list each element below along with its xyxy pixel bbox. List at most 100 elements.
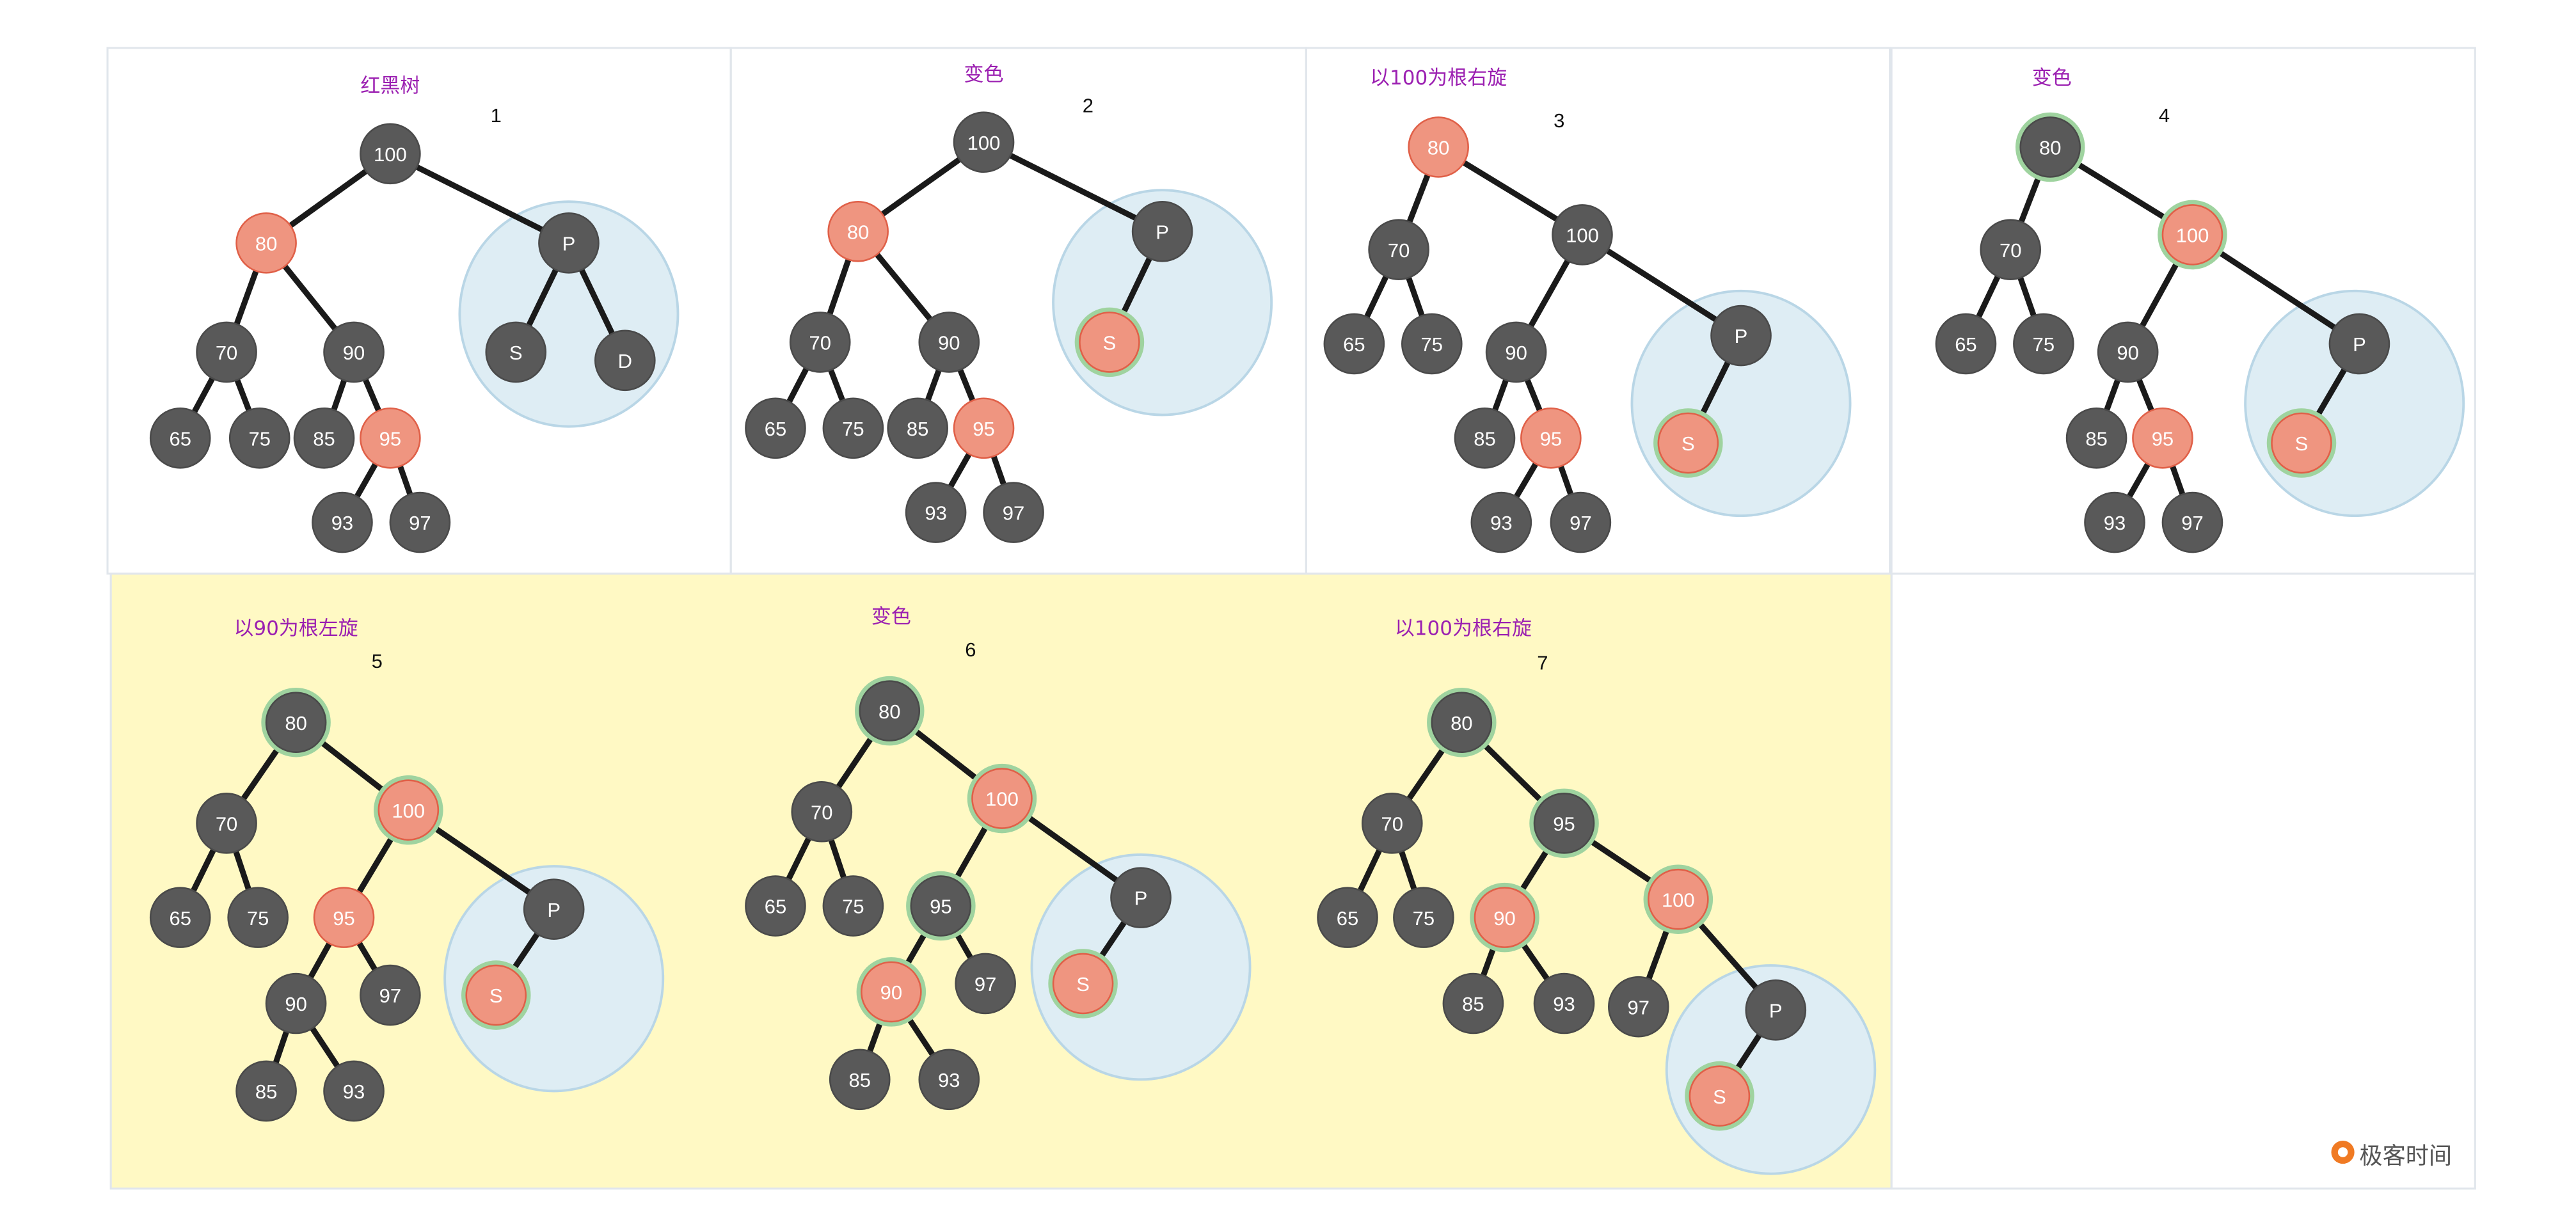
node-circle [465, 964, 527, 1026]
tree-node-65: 65 [1935, 313, 1997, 375]
node-label: 75 [1413, 907, 1435, 930]
node-circle [1980, 219, 2042, 280]
node-label: 70 [2000, 239, 2021, 262]
step-number: 6 [965, 638, 976, 661]
node-label: 80 [1427, 137, 1449, 159]
tree-node-75: 75 [822, 397, 884, 459]
tree-node-75: 75 [1401, 313, 1463, 375]
node-label: 90 [1505, 342, 1527, 364]
node-circle [1552, 204, 1613, 265]
node-label: 93 [938, 1069, 960, 1091]
node-label: 85 [1462, 993, 1484, 1015]
node-label: 95 [2152, 427, 2174, 450]
node-label: S [489, 985, 503, 1007]
tree-node-P: P [1110, 867, 1172, 928]
highlight-band [111, 573, 1892, 1189]
node-label: 80 [285, 712, 306, 734]
node-circle [829, 1049, 891, 1111]
node-circle [360, 407, 421, 469]
node-label: 85 [313, 427, 335, 450]
node-circle [1393, 887, 1454, 948]
panel-title: 以90为根左旋 [234, 617, 358, 640]
node-label: P [1769, 999, 1783, 1022]
node-label: 70 [809, 332, 831, 354]
node-label: 65 [1337, 907, 1358, 930]
tree-node-75: 75 [227, 887, 289, 948]
tree-edge [982, 139, 1164, 234]
node-circle [861, 961, 922, 1023]
node-label: 70 [216, 342, 237, 364]
tree-node-95: 95 [360, 407, 421, 469]
node-circle [887, 397, 948, 459]
tree-node-70: 70 [1368, 219, 1429, 280]
tree-node-90: 90 [2097, 321, 2159, 383]
node-circle [323, 321, 385, 383]
node-label: 97 [1003, 502, 1024, 525]
tree-node-93: 93 [1470, 491, 1532, 553]
tree-edge [388, 151, 570, 246]
node-circle [313, 887, 375, 948]
node-circle [1657, 412, 1719, 474]
tree-node-65: 65 [745, 397, 806, 459]
node-circle [1689, 1065, 1751, 1127]
node-label: 75 [842, 418, 864, 440]
subtree-highlight [443, 865, 665, 1093]
node-circle [1485, 321, 1547, 383]
tree-node-P: P [523, 878, 585, 940]
node-circle [971, 768, 1033, 829]
node-label: 75 [1421, 333, 1443, 356]
tree-node-80: 80 [1408, 116, 1469, 178]
tree-node-80: 80 [827, 200, 889, 262]
node-label: S [1103, 332, 1117, 354]
step-number: 4 [2159, 104, 2170, 127]
node-circle [378, 779, 440, 841]
node-label: P [1735, 325, 1748, 347]
panel-title: 变色 [2032, 67, 2072, 90]
tree-node-100: 100 [374, 775, 443, 845]
node-circle [1323, 313, 1385, 375]
node-label: 70 [1388, 239, 1410, 262]
node-label: 85 [1474, 427, 1495, 450]
node-circle [2084, 491, 2145, 553]
tree-node-70: 70 [791, 780, 853, 843]
node-label: P [547, 899, 561, 921]
tree-node-75: 75 [2013, 313, 2074, 375]
tree-node-75: 75 [228, 407, 290, 469]
tree-node-93: 93 [918, 1049, 980, 1111]
tree-node-95: 95 [953, 397, 1015, 459]
tree-node-93: 93 [2084, 491, 2145, 553]
node-circle [1470, 491, 1532, 553]
panel-title: 以100为根右旋 [1395, 617, 1532, 640]
node-circle [918, 1049, 980, 1111]
node-circle [1520, 407, 1582, 469]
tree-node-70: 70 [789, 312, 851, 373]
node-label: 100 [1566, 225, 1599, 247]
node-label: 97 [1570, 512, 1591, 534]
watermark-text: 极客时间 [2359, 1142, 2452, 1169]
node-label: 75 [2033, 333, 2055, 356]
node-circle [953, 397, 1015, 459]
node-circle [485, 321, 547, 383]
panel-grid [106, 47, 2476, 1190]
node-label: 70 [216, 812, 237, 835]
node-label: 80 [879, 701, 900, 723]
tree-node-65: 65 [149, 887, 211, 948]
node-circle [265, 972, 327, 1034]
node-label: 65 [169, 427, 191, 450]
node-label: 97 [1628, 996, 1650, 1018]
node-label: S [1713, 1086, 1726, 1108]
node-label: 90 [343, 342, 365, 364]
node-label: P [1156, 221, 1169, 243]
node-circle [389, 491, 451, 553]
tree-node-95: 95 [906, 871, 976, 941]
tree-node-100: 100 [360, 123, 421, 185]
node-circle [1454, 407, 1516, 469]
tree-node-90: 90 [323, 321, 385, 383]
node-circle [2097, 321, 2159, 383]
tree-node-75: 75 [1393, 887, 1454, 948]
